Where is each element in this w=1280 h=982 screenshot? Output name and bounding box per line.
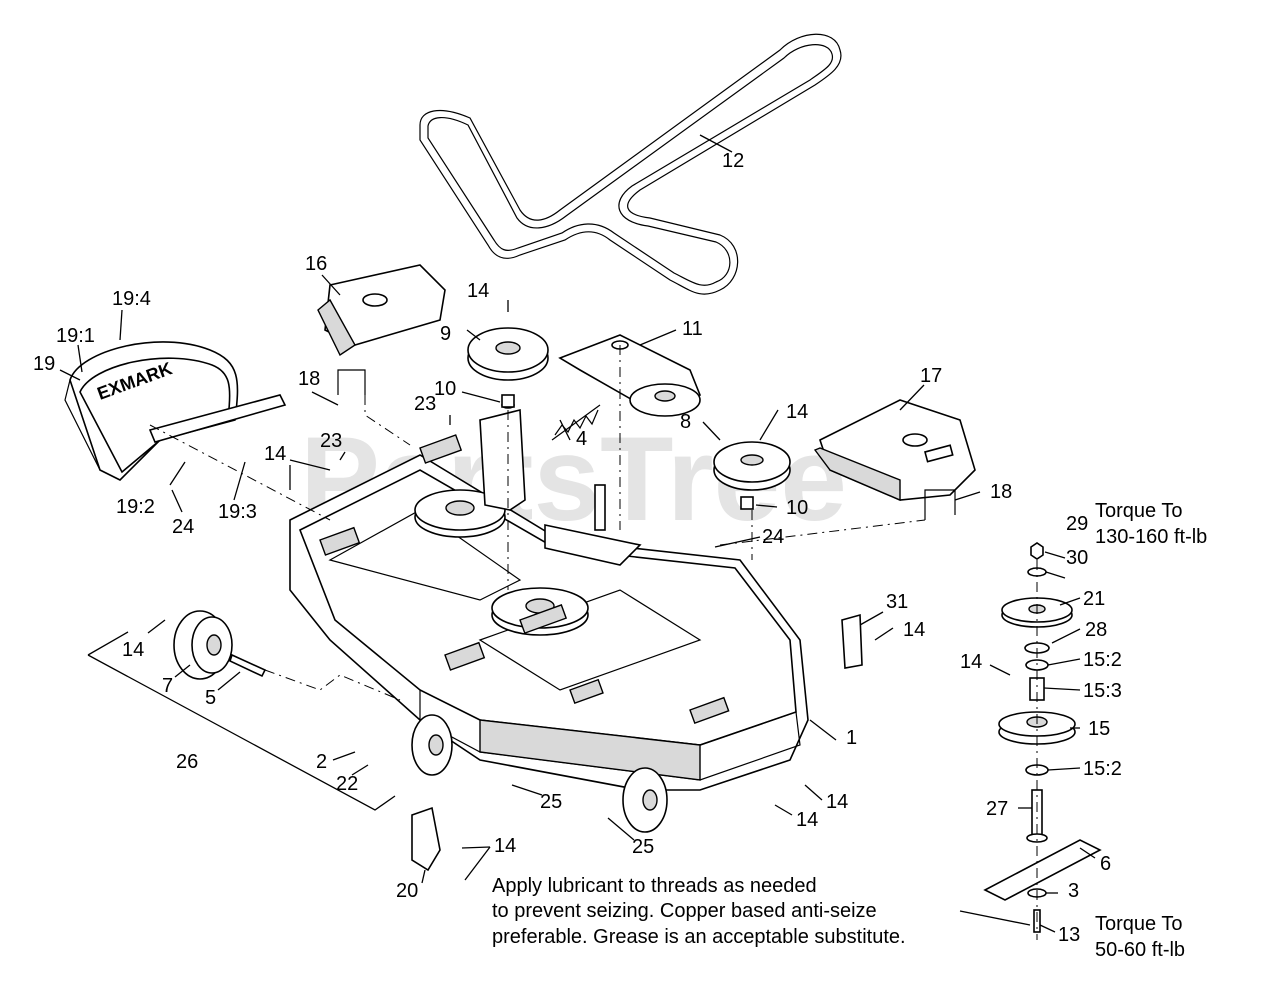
assembly-lines bbox=[149, 345, 1038, 940]
callout-14: 14 bbox=[786, 401, 808, 423]
callout-10: 10 bbox=[434, 378, 456, 400]
mower-deck bbox=[289, 434, 809, 791]
idler-bracket bbox=[479, 408, 642, 566]
callout-25: 25 bbox=[540, 791, 562, 813]
svg-text:Torque To: Torque To bbox=[1095, 913, 1182, 935]
belt bbox=[419, 33, 842, 295]
callout-10: 10 bbox=[786, 497, 808, 519]
callout-14: 14 bbox=[467, 280, 489, 302]
right-belt-guard bbox=[813, 399, 976, 502]
callout-18: 18 bbox=[990, 481, 1012, 503]
callout-17: 17 bbox=[920, 365, 942, 387]
lubricant-note: Apply lubricant to threads as needed to … bbox=[492, 875, 906, 948]
callout-26: 26 bbox=[176, 751, 198, 773]
callout-15-3: 15:3 bbox=[1083, 680, 1122, 702]
callout-11: 11 bbox=[682, 318, 703, 340]
bracket-31 bbox=[841, 613, 863, 669]
callout-19-1: 19:1 bbox=[56, 325, 95, 347]
callout-14: 14 bbox=[826, 791, 848, 813]
deck-caster-wheels bbox=[411, 714, 668, 833]
svg-text:Torque To: Torque To bbox=[1095, 500, 1182, 522]
callout-19-3: 19:3 bbox=[218, 501, 257, 523]
callout-15-2: 15:2 bbox=[1083, 649, 1122, 671]
callout-23: 23 bbox=[414, 393, 436, 415]
callout-15: 15 bbox=[1088, 718, 1110, 740]
callout-5: 5 bbox=[205, 687, 216, 709]
callout-23: 23 bbox=[320, 430, 342, 452]
callout-9: 9 bbox=[440, 323, 451, 345]
svg-text:to prevent seizing. Copper bas: to prevent seizing. Copper based anti-se… bbox=[492, 900, 877, 922]
svg-text:preferable. Grease is an accep: preferable. Grease is an acceptable subs… bbox=[492, 926, 906, 948]
callout-2: 2 bbox=[316, 751, 327, 773]
callout-19-4: 19:4 bbox=[112, 288, 151, 310]
callout-21: 21 bbox=[1083, 588, 1105, 610]
svg-text:130-160 ft-lb: 130-160 ft-lb bbox=[1095, 526, 1207, 548]
callout-25: 25 bbox=[632, 836, 654, 858]
callout-27: 27 bbox=[986, 798, 1008, 820]
baffle bbox=[411, 806, 441, 872]
callout-6: 6 bbox=[1100, 853, 1111, 875]
callout-4: 4 bbox=[576, 428, 587, 450]
svg-text:50-60 ft-lb: 50-60 ft-lb bbox=[1095, 939, 1185, 961]
callout-14: 14 bbox=[264, 443, 286, 465]
callouts: 12 16 14 19:4 9 11 19:1 19 17 18 10 23 1… bbox=[33, 150, 1122, 946]
callout-24: 24 bbox=[762, 526, 784, 548]
callout-29: 29 bbox=[1066, 513, 1088, 535]
callout-28: 28 bbox=[1085, 619, 1107, 641]
callout-8: 8 bbox=[680, 411, 691, 433]
callout-12: 12 bbox=[722, 150, 744, 172]
center-belt-cover bbox=[317, 264, 446, 357]
left-belt-guard: EXMARK bbox=[64, 341, 287, 481]
callout-13: 13 bbox=[1058, 924, 1080, 946]
bolts-18 bbox=[337, 369, 956, 520]
idler-arm bbox=[558, 334, 702, 417]
callout-19: 19 bbox=[33, 353, 55, 375]
callout-20: 20 bbox=[396, 880, 418, 902]
callout-14: 14 bbox=[903, 619, 925, 641]
callout-22: 22 bbox=[336, 773, 358, 795]
callout-19-2: 19:2 bbox=[116, 496, 155, 518]
callout-7: 7 bbox=[162, 675, 173, 697]
callout-14: 14 bbox=[494, 835, 516, 857]
callout-14: 14 bbox=[796, 809, 818, 831]
torque-note-upper: Torque To 130-160 ft-lb bbox=[1095, 500, 1207, 548]
callout-14: 14 bbox=[122, 639, 144, 661]
callout-31: 31 bbox=[886, 591, 908, 613]
callout-18: 18 bbox=[298, 368, 320, 390]
pulley-9 bbox=[467, 327, 549, 409]
callout-14: 14 bbox=[960, 651, 982, 673]
anti-scalp-wheel bbox=[173, 610, 267, 680]
callout-1: 1 bbox=[846, 727, 857, 749]
callout-3: 3 bbox=[1068, 880, 1079, 902]
callout-24: 24 bbox=[172, 516, 194, 538]
callout-30: 30 bbox=[1066, 547, 1088, 569]
pulley-8 bbox=[713, 441, 791, 510]
svg-text:Apply lubricant to threads as: Apply lubricant to threads as needed bbox=[492, 875, 817, 897]
leader-lines bbox=[59, 134, 1096, 933]
callout-15-2: 15:2 bbox=[1083, 758, 1122, 780]
callout-16: 16 bbox=[305, 253, 327, 275]
torque-note-lower: Torque To 50-60 ft-lb bbox=[1095, 913, 1185, 961]
